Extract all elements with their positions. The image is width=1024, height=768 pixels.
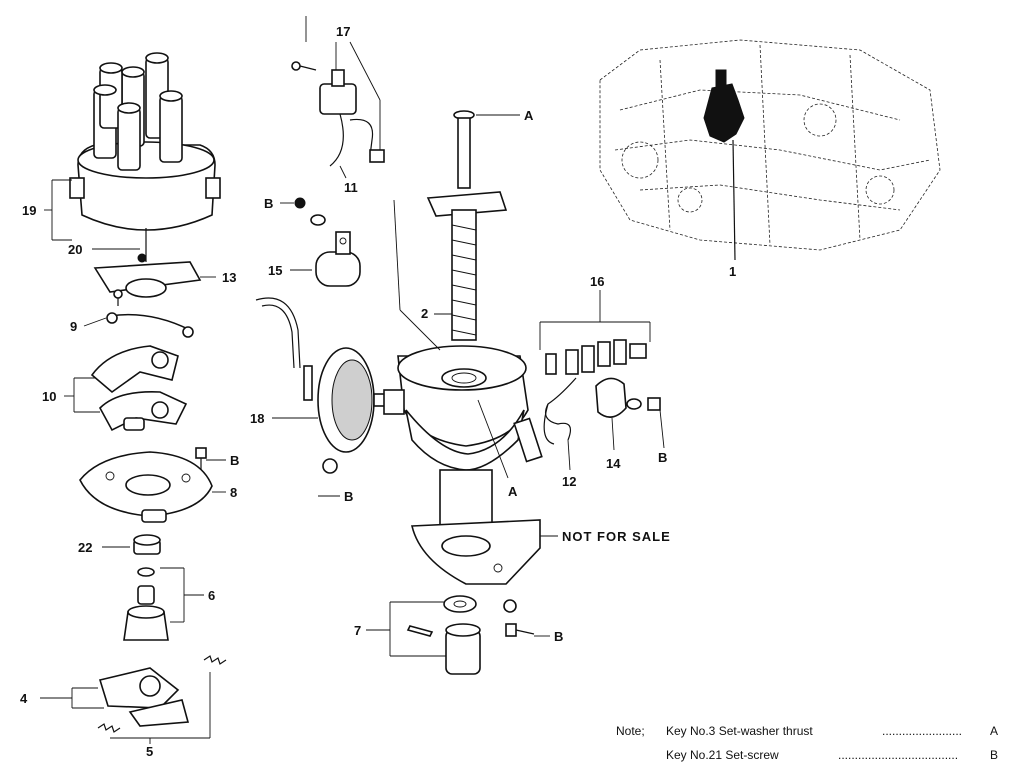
- condenser-lead: [543, 377, 577, 445]
- callout-22: 22: [78, 540, 92, 555]
- primary-terminal: [291, 61, 385, 167]
- condenser: [294, 197, 361, 287]
- distributor-housing: [383, 345, 543, 541]
- callout-6: 6: [208, 588, 215, 603]
- callout-7: 7: [354, 623, 361, 638]
- distributor-shaft: [426, 110, 508, 341]
- callout-20: 20: [68, 242, 82, 257]
- callout-b-base: B: [554, 629, 563, 644]
- vacuum-control: [255, 297, 403, 474]
- rotor-head: [93, 253, 202, 298]
- callout-18: 18: [250, 411, 264, 426]
- callout-b-condenser-screw: B: [264, 196, 273, 211]
- callout-1: 1: [729, 264, 736, 279]
- mounting-flange: [411, 519, 541, 585]
- note-line2-dots: ....................................: [838, 748, 958, 762]
- contact-breaker-set: [90, 345, 188, 432]
- base-bolt: [503, 599, 535, 637]
- lead-wire: [106, 289, 194, 338]
- callout-10: 10: [42, 389, 56, 404]
- collar-and-shims: [406, 595, 481, 675]
- note-line1-dots: ........................: [882, 724, 962, 738]
- callout-a-bottom: A: [508, 484, 518, 499]
- cam-assembly: [123, 567, 169, 641]
- callout-12: 12: [562, 474, 576, 489]
- note-line1-key: Key No.3 Set-washer thrust: [666, 724, 813, 738]
- callout-17: 17: [336, 24, 350, 39]
- thrust-washer: [133, 534, 161, 555]
- callout-11: 11: [344, 180, 358, 195]
- callout-2: 2: [421, 306, 428, 321]
- set-screw: [195, 447, 207, 470]
- callout-16: 16: [590, 274, 604, 289]
- breaker-plate: [79, 451, 213, 523]
- note-line1-ref: A: [990, 724, 998, 738]
- callout-labels: 1 2 4 5 6 7 8 9 10 11 12 13 14 15 16 17 …: [20, 24, 736, 759]
- callout-5: 5: [146, 744, 153, 759]
- note-prefix: Note;: [616, 724, 645, 738]
- callout-4: 4: [20, 691, 28, 706]
- callout-8: 8: [230, 485, 237, 500]
- governor-weights: [97, 655, 227, 733]
- callout-b-diaphragm-screw: B: [344, 489, 353, 504]
- not-for-sale-stamp: NOT FOR SALE: [562, 529, 671, 544]
- callout-b-condenser-side: B: [658, 450, 667, 465]
- callout-15: 15: [268, 263, 282, 278]
- callout-b-plate-screw: B: [230, 453, 239, 468]
- callout-19: 19: [22, 203, 36, 218]
- note-line2-ref: B: [990, 748, 998, 762]
- callout-9: 9: [70, 319, 77, 334]
- side-condenser: [595, 377, 661, 418]
- callout-14: 14: [606, 456, 621, 471]
- leader-lines: [40, 41, 665, 744]
- distributor-cap: [69, 52, 221, 231]
- key-note: Note; Key No.3 Set-washer thrust .......…: [616, 724, 998, 762]
- engine-location-sketch: [599, 39, 941, 251]
- note-line2-key: Key No.21 Set-screw: [666, 748, 779, 762]
- callout-a-top: A: [524, 108, 534, 123]
- callout-13: 13: [222, 270, 236, 285]
- point-set: [545, 339, 647, 375]
